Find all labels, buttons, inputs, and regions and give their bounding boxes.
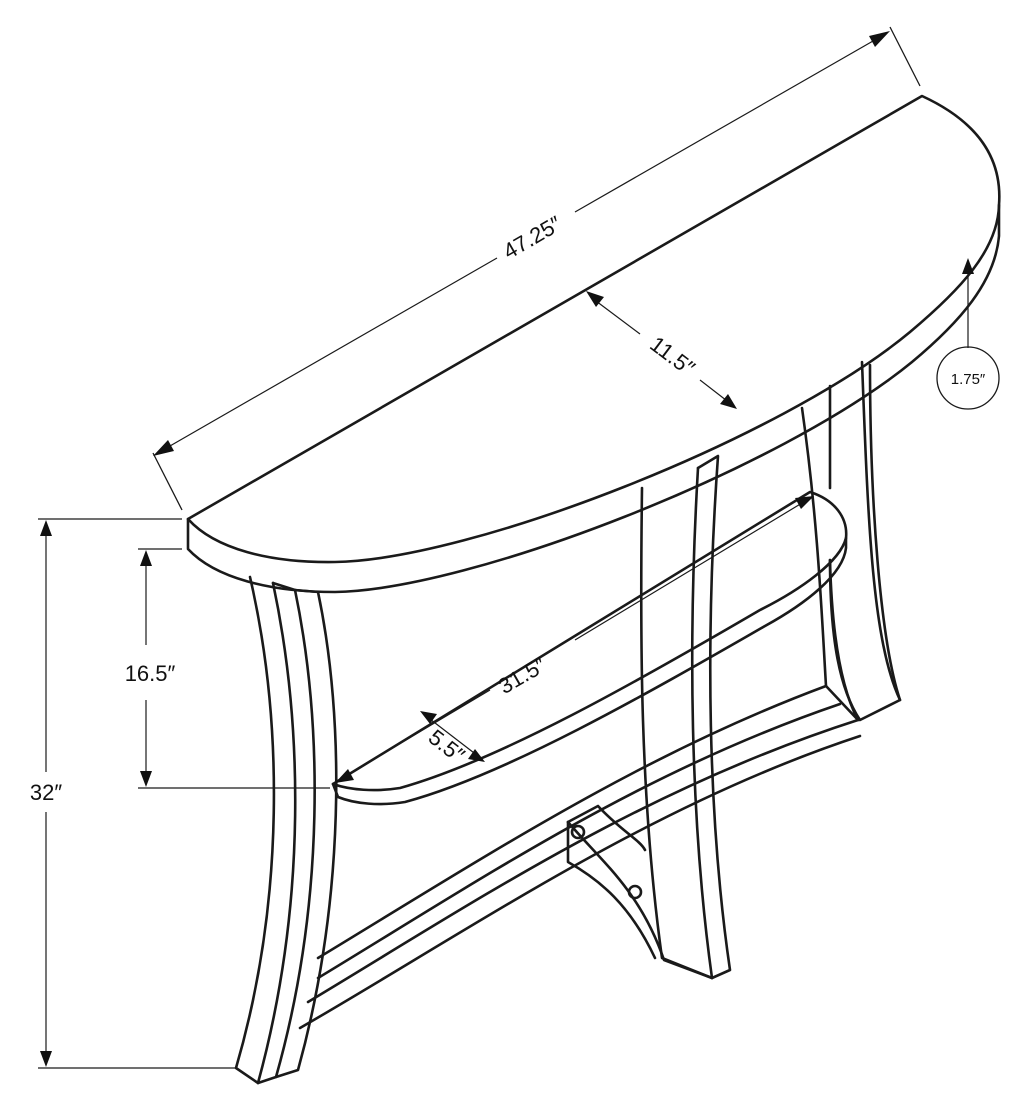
- label-shelf-length: 31.5″: [494, 652, 551, 699]
- label-depth: 11.5″: [645, 331, 699, 381]
- dimension-top-thickness: 1.75″: [936, 258, 1000, 410]
- label-top-thickness: 1.75″: [951, 371, 986, 388]
- lower-shelf: [331, 490, 848, 806]
- right-front-leg: [639, 454, 732, 980]
- base-stretcher: [298, 684, 862, 1030]
- label-length: 47.25″: [499, 211, 566, 264]
- dimension-shelf-height: 16.5″: [125, 548, 330, 789]
- table-top: [186, 94, 1001, 594]
- dimension-depth: 11.5″: [586, 291, 737, 409]
- label-total-height: 32″: [30, 780, 62, 805]
- right-back-leg: [800, 360, 902, 722]
- label-shelf-height: 16.5″: [125, 661, 176, 686]
- label-shelf-depth: 5.5″: [424, 724, 470, 767]
- left-front-leg: [234, 575, 338, 1085]
- dimension-total-height: 32″: [30, 518, 236, 1069]
- dimension-shelf-depth: 5.5″: [420, 711, 485, 768]
